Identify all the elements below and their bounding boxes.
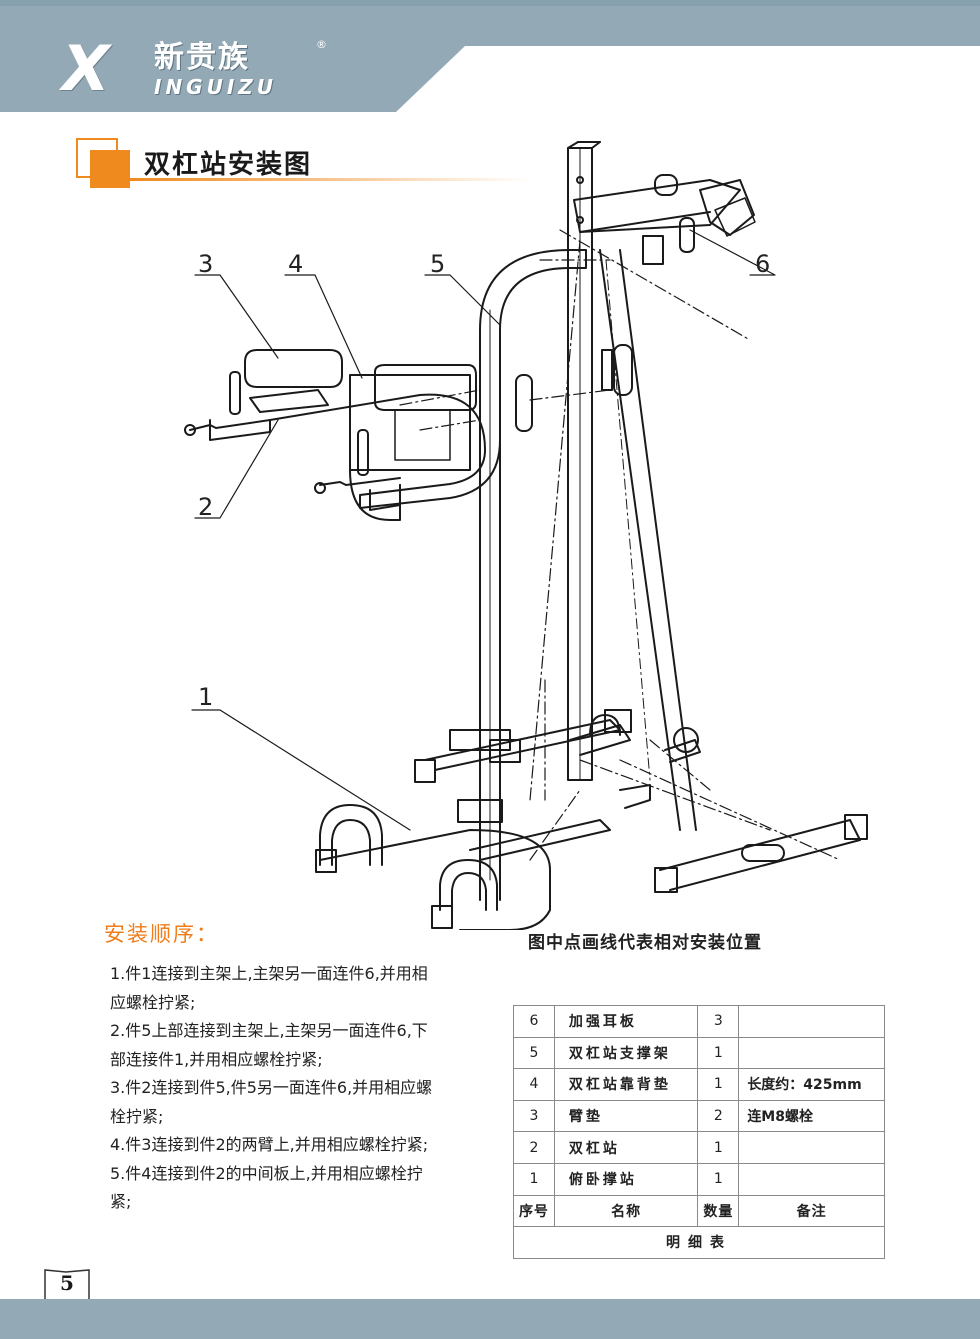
header-remark: 备注: [738, 1194, 885, 1228]
step-item: 4.件3连接到件2的两臂上,并用相应螺栓拧紧;: [110, 1135, 429, 1154]
title-underline: [130, 178, 530, 181]
cell-remark: [738, 1131, 885, 1164]
cell-name: 双杠站靠背垫: [553, 1068, 699, 1101]
table-caption: 明细表: [513, 1226, 885, 1259]
cell-name: 臂垫: [553, 1099, 699, 1133]
header-band: [0, 0, 980, 112]
header-no: 序号: [513, 1194, 555, 1228]
table-row: 5 双杠站支撑架 1: [513, 1036, 885, 1070]
table-footer-row: 明细表: [513, 1226, 885, 1259]
brand-name-en: INGUIZU: [154, 75, 278, 99]
title-square-icon: [76, 138, 130, 188]
table-row: 2 双杠站 1: [513, 1131, 885, 1164]
cell-name: 俯卧撑站: [553, 1162, 699, 1196]
callout-leaders: [191, 229, 776, 831]
page-number: 5: [60, 1271, 74, 1295]
part-2-dip-station: [184, 393, 501, 511]
cell-remark: [738, 1005, 885, 1038]
brand-name-cn: 新贵族: [154, 40, 250, 75]
cell-no: 3: [513, 1099, 555, 1133]
callout-1: 1: [198, 683, 213, 711]
base-crossbars: [414, 709, 868, 893]
cell-no: 4: [513, 1068, 555, 1101]
top-bracket: [573, 174, 756, 265]
cell-qty: 1: [697, 1068, 740, 1101]
steps-title: 安装顺序：: [104, 922, 219, 946]
cell-qty: 1: [697, 1131, 740, 1164]
part-5-support: [479, 249, 587, 901]
table-header-row: 序号 名称 数量 备注: [513, 1194, 885, 1228]
callout-2: 2: [198, 493, 213, 521]
table-row: 1 俯卧撑站 1: [513, 1162, 885, 1196]
step-item: 1.件1连接到主架上,主架另一面连件6,并用相应螺栓拧紧;: [110, 964, 428, 1012]
logo-mark: X: [62, 32, 110, 105]
cell-no: 2: [513, 1131, 555, 1164]
step-item: 5.件4连接到件2的中间板上,并用相应螺栓拧紧;: [110, 1163, 423, 1212]
rear-sloping-frame: [599, 249, 697, 831]
cell-remark: 连M8螺栓: [738, 1099, 885, 1133]
callout-3: 3: [198, 250, 213, 278]
cell-no: 5: [513, 1036, 555, 1070]
table-row: 6 加强耳板 3: [513, 1005, 885, 1038]
table-row: 4 双杠站靠背垫 1 长度约：425mm: [513, 1068, 885, 1101]
callout-4: 4: [288, 250, 303, 278]
cell-qty: 3: [697, 1005, 740, 1038]
part-4-backrest: [349, 364, 477, 521]
step-item: 2.件5上部连接到主架上,主架另一面连件6,下部连接件1,并用相应螺栓拧紧;: [110, 1021, 428, 1069]
registered-mark: ®: [316, 38, 327, 51]
brand-logo: X 新贵族 ® INGUIZU: [62, 38, 332, 102]
header-name: 名称: [553, 1194, 699, 1228]
cell-qty: 2: [697, 1099, 740, 1133]
cell-remark: [738, 1162, 885, 1196]
cell-name: 双杠站: [553, 1131, 699, 1164]
diagram-note: 图中点画线代表相对安装位置: [528, 933, 762, 953]
assembly-diagram: 3 4 5 6 2 1: [184, 141, 868, 930]
assembly-guide-lines: [399, 229, 841, 861]
cell-name: 双杠站支撑架: [553, 1036, 699, 1070]
callout-6: 6: [755, 250, 770, 278]
page-title: 双杠站安装图: [144, 150, 313, 180]
main-frame-column: [567, 141, 601, 781]
step-item: 3.件2连接到件5,件5另一面连件6,并用相应螺栓拧紧;: [110, 1078, 433, 1126]
steps-list: 1.件1连接到主架上,主架另一面连件6,并用相应螺栓拧紧; 2.件5上部连接到主…: [110, 960, 440, 1217]
cell-qty: 1: [697, 1036, 740, 1070]
callout-5: 5: [430, 250, 445, 278]
table-row: 3 臂垫 2 连M8螺栓: [513, 1099, 885, 1133]
part-1-base: [315, 799, 611, 930]
cell-name: 加强耳板: [553, 1005, 699, 1038]
footer-band: [0, 1299, 980, 1339]
cell-remark: 长度约：425mm: [738, 1068, 885, 1101]
cell-no: 1: [513, 1162, 555, 1196]
cell-qty: 1: [697, 1162, 740, 1196]
header-qty: 数量: [697, 1194, 740, 1228]
part-3-arm-pad: [229, 349, 343, 415]
parts-table: 6 加强耳板 3 5 双杠站支撑架 1 4 双杠站靠背垫 1 长度约：425mm…: [513, 1005, 885, 1259]
cell-no: 6: [513, 1005, 555, 1038]
cell-remark: [738, 1036, 885, 1070]
